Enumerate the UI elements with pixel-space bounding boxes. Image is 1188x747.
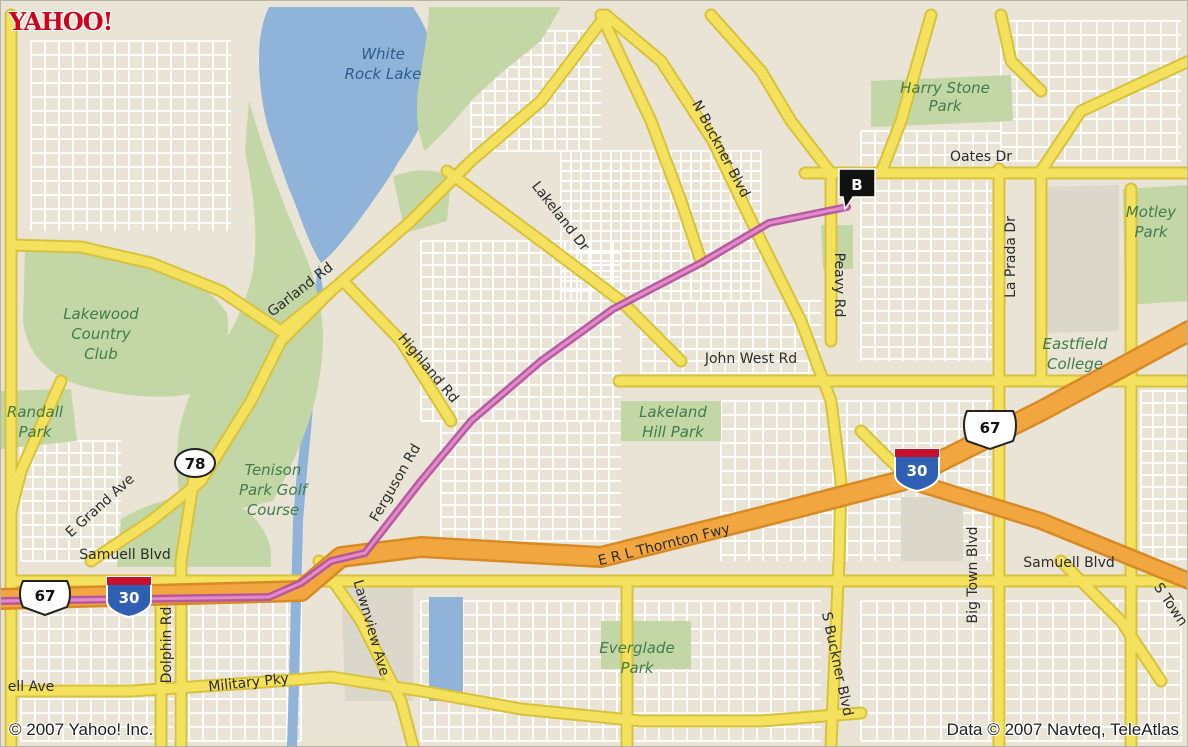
road-label: La Prada Dr xyxy=(1003,216,1019,298)
park-label: Club xyxy=(84,345,118,363)
park-label: Park xyxy=(18,423,52,441)
park-label: Country xyxy=(71,325,132,343)
park-label: Park xyxy=(928,97,962,115)
motley-park xyxy=(1123,185,1187,305)
state-78-shield: 78 xyxy=(174,448,216,478)
arterial-roads xyxy=(4,8,1187,746)
park-label: Lakeland xyxy=(639,403,707,421)
park-label: Course xyxy=(247,501,299,519)
park-label: Eastfield xyxy=(1043,335,1108,353)
lawnview-area xyxy=(341,575,413,701)
road-label: Big Town Blvd xyxy=(965,526,981,623)
svg-text:67: 67 xyxy=(35,587,56,605)
park-label: Park xyxy=(1134,223,1168,241)
pond xyxy=(429,597,463,701)
us-67-shield-west: 67 xyxy=(19,580,71,617)
park-label: Everglade xyxy=(599,639,674,657)
park-label: Randall xyxy=(7,403,64,421)
park-label: College xyxy=(1047,355,1103,373)
svg-text:67: 67 xyxy=(980,419,1001,437)
interstate-30-shield-west: 30 xyxy=(106,576,152,619)
park-label: Harry Stone xyxy=(900,79,990,97)
white-rock-lake xyxy=(259,7,436,263)
road-label: ell Ave xyxy=(8,679,55,695)
park-label: Park xyxy=(620,659,654,677)
svg-text:30: 30 xyxy=(119,589,140,607)
road-label: Dolphin Rd xyxy=(159,607,175,684)
svg-text:30: 30 xyxy=(907,462,928,480)
interstate-30-shield-east: 30 xyxy=(894,448,940,493)
svg-text:78: 78 xyxy=(185,455,206,473)
water-label: White xyxy=(361,45,405,63)
water-label: Rock Lake xyxy=(345,65,422,83)
park-label: Lakewood xyxy=(63,305,139,323)
park-north-shore xyxy=(416,7,561,151)
park-label: Motley xyxy=(1126,203,1177,221)
road-label: Samuell Blvd xyxy=(1023,555,1115,571)
road-label: Samuell Blvd xyxy=(79,547,171,563)
destination-marker-b[interactable]: B xyxy=(838,168,876,211)
park-label: Park Golf xyxy=(239,481,310,499)
road-label: John West Rd xyxy=(704,351,797,367)
lakewood-country-club xyxy=(23,245,228,397)
park-label: Hill Park xyxy=(642,423,705,441)
svg-text:B: B xyxy=(851,176,862,194)
road-label: Peavy Rd xyxy=(831,253,847,318)
us-67-shield-east: 67 xyxy=(963,410,1017,451)
industrial-area xyxy=(901,497,963,561)
lakeland-hill-park xyxy=(621,401,721,441)
copyright-yahoo: © 2007 Yahoo! Inc. xyxy=(9,720,154,739)
park-label: Tenison xyxy=(245,461,302,479)
copyright-data[interactable]: Data © 2007 Navteq, TeleAtlas xyxy=(946,720,1179,739)
yahoo-logo: YAHOO! xyxy=(9,7,113,36)
road-label: Oates Dr xyxy=(950,149,1012,165)
campus-area xyxy=(1039,185,1119,333)
